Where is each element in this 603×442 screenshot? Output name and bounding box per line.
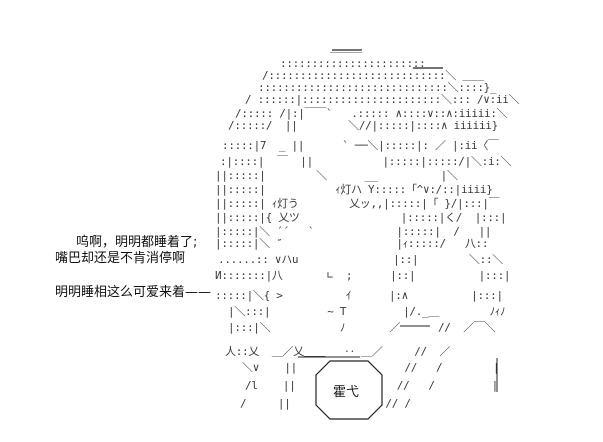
ascii-art-row: ||:::::|{ 乂ツ |:::::|く/ |:::| xyxy=(215,211,507,224)
ascii-art-row: |:::::|＼ ´´ ` |:::::| / || xyxy=(215,225,492,238)
dialogue-line-1: 呜啊，明明都睡着了; xyxy=(76,235,198,250)
ascii-art-row: /::::::::::::::::::::::::::::＼ ＿＿ xyxy=(262,69,484,82)
ascii-art-row: :::::|7 _ || ` ──＼|:::::|: ／ |:ii〈￣ xyxy=(222,139,499,152)
ascii-art-row: /::::: /|:|￣￣` .::::: ∧::::∨::∧:iiiii:＼ xyxy=(235,107,508,120)
ascii-art-row: ||:::::| ＼ __ |＼ xyxy=(215,169,458,182)
ascii-art-row: |:::::|＼ ″ |ｨ:::::/ 八:: xyxy=(215,237,489,250)
dialogue-line-3: 明明睡相这么可爱来着—— xyxy=(55,285,212,300)
ascii-art-row: / || // / xyxy=(240,397,411,410)
ascii-art-row: /:::::/ || ＼//|:::::|::::∧ iiiiii} xyxy=(228,119,498,132)
dialogue-line-2: 嘴巴却还是不肯消停啊 xyxy=(55,251,186,266)
ascii-art-row: ||:::::| ｨ灯う 乂ッ,,|:::::|「 }/|:::|￣ xyxy=(215,197,500,210)
ascii-art-row: 人::乂 ＿／乂＿＿ ‥ ＿／ // ／ xyxy=(225,345,451,358)
ascii-art-row: :|::::| ￣ || |:::::|:::::/|＼:i:＼ xyxy=(220,155,512,168)
ascii-art-row: / ::::::|::::::::::::::::::::::＼::: /∨:i… xyxy=(245,93,520,106)
name-badge-label: 霍弋 xyxy=(333,385,360,400)
ascii-art-row: ......:: ∨ハu |::| ＼::＼ xyxy=(218,253,504,266)
ascii-art-row: :::::|＼{ > ｲ |:∧ |:::| xyxy=(215,289,503,302)
ascii-art-row: ::::::::::::::::::::::::::::::＼::::}_ xyxy=(258,81,497,94)
ascii-art-row: ＼∨ || // / | xyxy=(242,361,500,374)
ascii-art-row: /l || // / | xyxy=(245,379,498,392)
octagon-badge-border xyxy=(315,360,383,420)
ascii-art-row: ||:::::| ｨ灯ハ Y:::::「^∨:/::|iiii} xyxy=(215,183,493,196)
ascii-art-row: |＼:::| ~ T |/._＿ ﾉｨﾉ xyxy=(228,305,506,318)
ascii-art-row: ::::::::::::::::::::::: xyxy=(280,57,426,70)
ascii-art-row: И:::::::|八 ∟ ; |::| |:::| xyxy=(215,269,511,282)
ascii-art-row: |:::|＼ ﾉ ／ // ／￣＼ xyxy=(228,321,496,334)
